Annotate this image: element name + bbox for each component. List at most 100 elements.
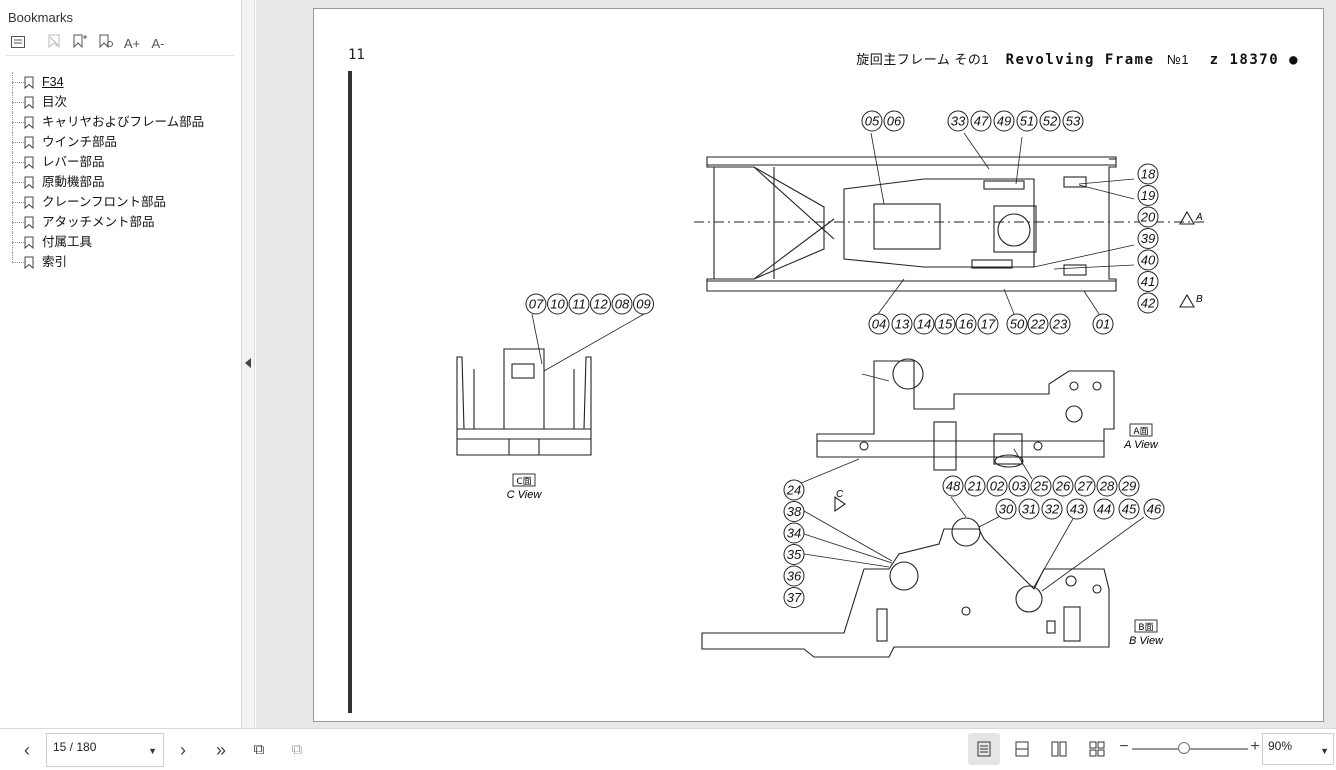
zoom-slider-thumb[interactable] [1178, 742, 1190, 754]
part-callout: 44 [1093, 498, 1115, 520]
next-page-button[interactable]: › [180, 740, 186, 760]
part-callout: 07 [525, 293, 547, 315]
chevron-down-icon[interactable]: ▼ [1320, 746, 1329, 756]
bookmark-item[interactable]: クレーンフロント部品 [8, 192, 238, 212]
callout-circle [611, 293, 633, 315]
callout-circle [1137, 292, 1159, 314]
part-callout: 36 [783, 565, 805, 587]
callout-circle [955, 313, 977, 335]
zoom-slider[interactable] [1132, 748, 1248, 750]
last-page-button[interactable]: » [215, 740, 226, 760]
tree-connector [12, 202, 26, 203]
callout-label: 20 [1140, 210, 1156, 225]
bookmark-item[interactable]: 付属工具 [8, 232, 238, 252]
tree-connector [12, 82, 26, 83]
page-binding-bar [348, 71, 352, 713]
callout-circle [568, 293, 590, 315]
document-viewport[interactable]: 11 旋回主フレーム その1 Revolving Frame №1 z 1837… [256, 0, 1336, 728]
bookmark-label: 索引 [42, 255, 68, 269]
previous-page-button[interactable]: ‹ [24, 740, 30, 760]
callout-circle [783, 479, 805, 501]
bookmark-item[interactable]: F34 [8, 72, 238, 92]
two-page-continuous-button[interactable] [1081, 733, 1113, 765]
bookmark-item[interactable]: 目次 [8, 92, 238, 112]
bookmark-item[interactable]: アタッチメント部品 [8, 212, 238, 232]
part-callout: 43 [1066, 498, 1088, 520]
callout-label: 29 [1121, 479, 1136, 494]
callout-circle [1096, 475, 1118, 497]
zoom-level-field[interactable]: 90% ▼ [1262, 733, 1334, 765]
frame-drawing: 0506334749515253181920394041420413141516… [456, 110, 1204, 658]
bookmark-icon [24, 136, 34, 149]
top-view-frame [694, 156, 1204, 308]
bookmark-item[interactable]: レバー部品 [8, 152, 238, 172]
callout-label: 05 [865, 114, 880, 129]
chevron-down-icon[interactable]: ▼ [148, 746, 157, 756]
tree-connector [12, 242, 26, 243]
section-arrow-c-label: C [836, 489, 844, 500]
page-selector[interactable]: 15 / 180 ▼ [46, 733, 164, 767]
panel-collapse-handle[interactable] [242, 0, 255, 728]
decrease-text-icon[interactable]: A- [151, 36, 165, 51]
callout-circle [986, 475, 1008, 497]
bookmark-item[interactable]: ウインチ部品 [8, 132, 238, 152]
part-callout: 25 [1030, 475, 1052, 497]
callout-label: 38 [787, 504, 802, 519]
part-callout: 23 [1049, 313, 1071, 335]
page-number: 11 [348, 47, 365, 63]
callout-circle [1006, 313, 1028, 335]
two-page-view-button[interactable] [1043, 733, 1075, 765]
bookmark-item[interactable]: 原動機部品 [8, 172, 238, 192]
callout-label: 47 [974, 114, 989, 129]
single-page-view-button[interactable] [968, 733, 1000, 765]
callout-label: 52 [1043, 114, 1058, 129]
bookmark-label: ウインチ部品 [42, 135, 118, 149]
bookmark-item[interactable]: キャリヤおよびフレーム部品 [8, 112, 238, 132]
rotate-page-icon[interactable]: ⧉ [253, 741, 265, 758]
callout-label: 40 [1141, 253, 1156, 268]
callout-label: 33 [951, 114, 966, 129]
bookmark-label: キャリヤおよびフレーム部品 [42, 115, 205, 129]
continuous-view-button[interactable] [1006, 733, 1038, 765]
bookmark-label: レバー部品 [42, 155, 105, 169]
extract-page-icon[interactable]: ⧉ [291, 741, 303, 758]
bookmark-icon [24, 236, 34, 249]
bookmark-icon [24, 216, 34, 229]
callout-label: 22 [1030, 317, 1046, 332]
bookmark-options-icon[interactable] [8, 34, 28, 54]
zoom-out-button[interactable]: − [1119, 738, 1129, 755]
bookmark-properties-icon[interactable] [96, 34, 116, 54]
part-callout: 42 [1137, 292, 1159, 314]
delete-bookmark-icon[interactable] [44, 34, 64, 54]
tree-connector [12, 102, 26, 103]
callout-circle [1137, 185, 1159, 206]
part-callout: 08 [611, 293, 633, 315]
section-arrow-a-label: A [1195, 212, 1203, 223]
callout-circle [970, 110, 992, 132]
callout-circle [995, 498, 1017, 520]
zoom-level-value: 90% [1268, 739, 1293, 753]
bookmark-icon [24, 96, 34, 109]
callout-circle [783, 522, 805, 544]
increase-text-icon[interactable]: A+ [123, 36, 141, 51]
callout-label: 14 [917, 317, 931, 332]
view-caption: A View [1123, 439, 1159, 451]
part-callout: 09 [633, 293, 654, 315]
collapse-arrow-icon[interactable] [245, 358, 251, 368]
bookmark-item[interactable]: 索引 [8, 252, 238, 272]
zoom-in-button[interactable]: + [1250, 738, 1260, 755]
callout-label: 26 [1055, 479, 1071, 494]
part-callout: 40 [1137, 249, 1159, 271]
callout-label: 17 [981, 317, 996, 332]
callout-label: 49 [997, 114, 1011, 129]
callout-label: 11 [572, 297, 586, 312]
add-bookmark-icon[interactable] [70, 34, 90, 54]
callout-circle [1041, 498, 1063, 520]
leader-lines [531, 132, 1145, 592]
callout-label: 01 [1096, 317, 1110, 332]
tree-connector [12, 162, 26, 163]
callout-label: 35 [787, 547, 802, 562]
